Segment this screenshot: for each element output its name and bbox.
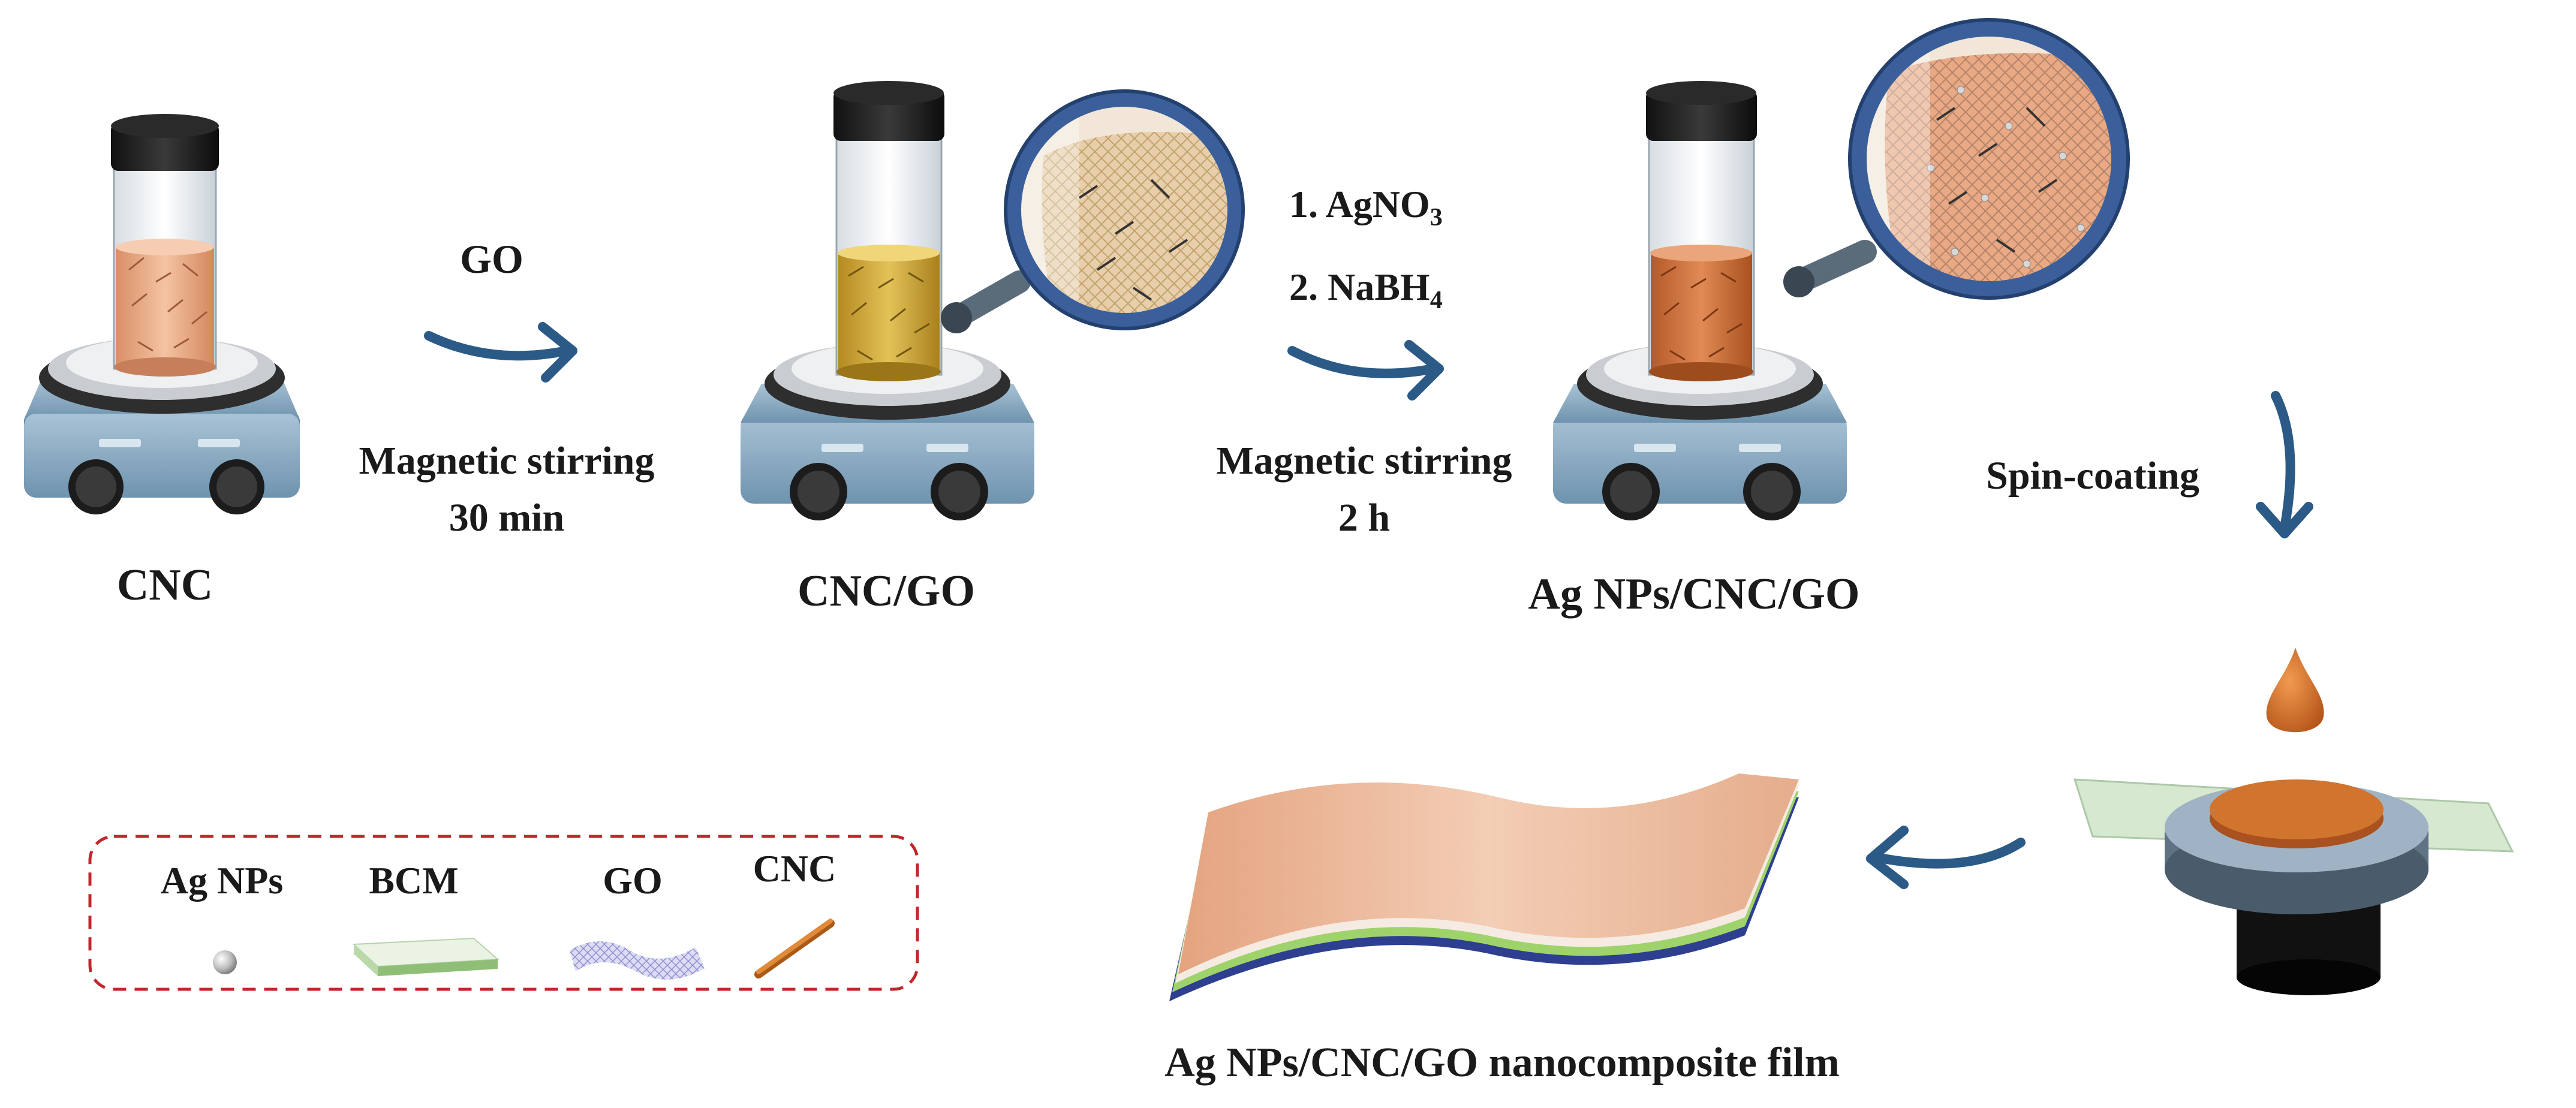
- arrow-1-condition-line1: Magnetic stirring: [359, 439, 654, 483]
- legend-label-cnc: CNC: [753, 847, 836, 890]
- step-label-cnc-go: CNC/GO: [798, 567, 975, 616]
- film-label: Ag NPs/CNC/GO nanocomposite film: [1164, 1040, 1840, 1086]
- arrow-2-head: [1404, 340, 1444, 401]
- vial-cnc-icon: [111, 114, 219, 377]
- cnc-rod-icon: [754, 919, 835, 978]
- stirrer-cnc-icon: [24, 338, 300, 514]
- nanocomposite-film-icon: [1169, 773, 1799, 1001]
- arrow-1-reagent: GO: [460, 236, 523, 282]
- legend-box: [88, 835, 919, 991]
- arrow-3-head: [2256, 502, 2313, 538]
- arrow-1-condition-line2: 30 min: [449, 496, 565, 540]
- ag-sphere-icon: [213, 950, 237, 974]
- arrow-2-condition-line1: Magnetic stirring: [1216, 439, 1512, 483]
- arrow-3-label: Spin-coating: [1986, 454, 2199, 498]
- arrow-2-condition-line2: 2 h: [1338, 496, 1390, 540]
- arrow-3-icon: [2271, 391, 2295, 532]
- spin-coater-icon: [2073, 778, 2514, 995]
- bcm-slab-icon: [352, 937, 499, 976]
- arrow-2-icon: [1287, 346, 1438, 378]
- arrow-1-icon: [424, 331, 571, 361]
- magnifier-go-icon: [941, 89, 1245, 333]
- arrow-4-icon: [1872, 838, 2026, 869]
- arrow-1-head: [538, 322, 577, 383]
- arrow-2-reagent-2: 2. NaBH4: [1289, 266, 1443, 314]
- magnifier-ag-icon: [1783, 18, 2130, 300]
- legend-label-bcm: BCM: [369, 859, 458, 902]
- arrow-2-reagent-1: 1. AgNO3: [1289, 183, 1443, 231]
- droplet-icon: [2266, 648, 2324, 733]
- go-sheet-icon: [570, 941, 705, 980]
- step-label-cnc: CNC: [117, 561, 213, 610]
- arrow-4-head: [1866, 826, 1909, 889]
- legend-label-go: GO: [603, 859, 663, 902]
- step-label-ag-cnc-go: Ag NPs/CNC/GO: [1528, 570, 1860, 619]
- vial-cnc-go-icon: [833, 81, 944, 381]
- vial-ag-cnc-go-icon: [1646, 81, 1757, 381]
- legend-label-ag-nps: Ag NPs: [161, 859, 283, 902]
